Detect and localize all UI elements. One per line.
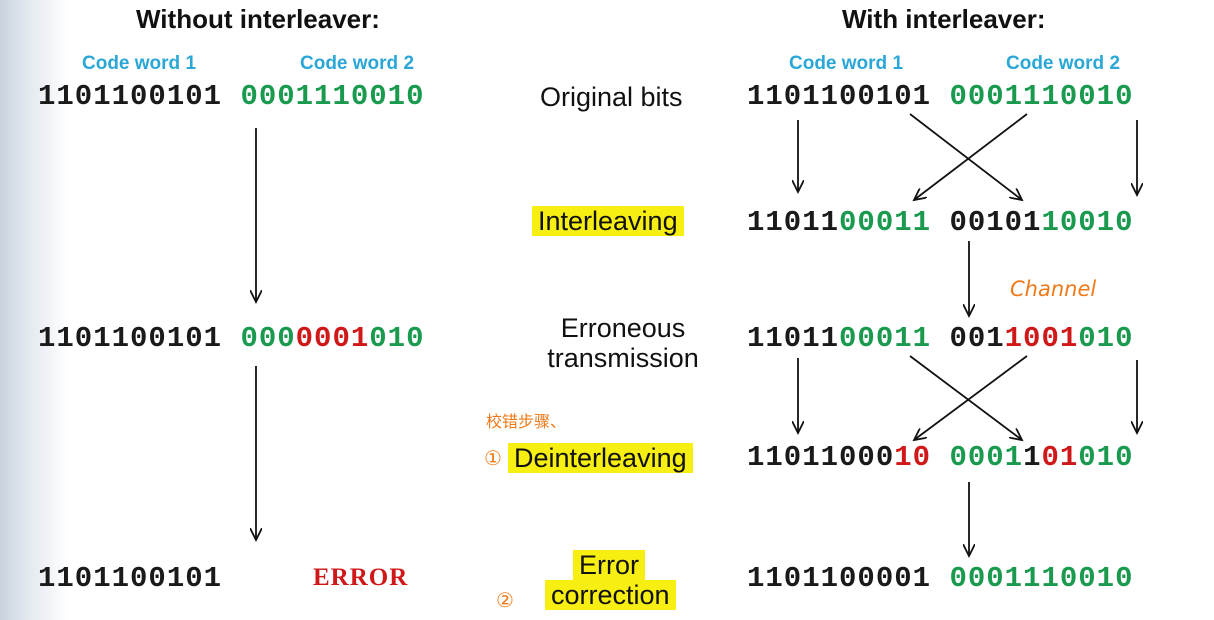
left-final-bits: 1101100101 — [38, 562, 222, 595]
right-deinterleaved-bits: 1101100010 0001101010 — [747, 441, 1134, 474]
step2-marker: ② — [496, 588, 514, 612]
bit-segment: 0001 — [295, 322, 370, 355]
stage-deinterleaving: Deinterleaving — [508, 443, 693, 473]
left-title: Without interleaver: — [136, 4, 380, 34]
right-title: With interleaver: — [842, 4, 1046, 34]
step1-marker: ① — [484, 446, 502, 470]
right-codeword1-label: Code word 1 — [789, 53, 904, 74]
stage-original-bits: Original bits — [540, 82, 683, 112]
right-arrow-cross-b — [914, 113, 1028, 200]
bit-segment: 10 — [894, 441, 932, 474]
right-arrow-cross-d — [914, 355, 1028, 440]
left-codeword2-label: Code word 2 — [300, 53, 415, 74]
right-erroneous-bits: 1101100011 0011001010 — [747, 322, 1134, 355]
right-interleaved-bits: 1101100011 0010110010 — [747, 206, 1133, 239]
stage-error-correction-line1: Error — [573, 550, 645, 580]
bit-segment: 00101 — [949, 206, 1042, 239]
bit-segment: 00011 — [839, 206, 950, 239]
error-label: ERROR — [313, 564, 409, 591]
bit-segment: 010 — [1078, 322, 1134, 355]
bit-segment: 00011 — [839, 322, 950, 355]
background-tower-image — [0, 0, 70, 620]
left-final-bits-text: 1101100101 — [38, 562, 223, 595]
right-original-bits: 1101100101 0001110010 — [747, 80, 1133, 113]
bit-segment: 1101100101 — [38, 322, 241, 355]
right-codeword2-label: Code word 2 — [1006, 53, 1121, 74]
bit-segment: 000 — [240, 322, 296, 355]
right-corrected-bits: 1101100001 0001110010 — [747, 562, 1133, 595]
bit-segment: 1 — [1023, 441, 1042, 474]
stage-erroneous-transmission: Erroneous transmission — [533, 313, 713, 373]
bit-segment: 01 — [1041, 441, 1079, 474]
bit-segment: 010 — [369, 322, 425, 355]
stage-erroneous-line1: Erroneous — [560, 313, 686, 343]
right-arrow-cross-a — [909, 113, 1022, 200]
channel-handwritten-note: Channel — [1010, 277, 1097, 301]
bit-segment: 010 — [1078, 441, 1134, 474]
bit-segment: 11011 — [747, 206, 840, 239]
stage-interleaving: Interleaving — [532, 206, 684, 236]
steps-handwritten-note: 校错步骤、 — [486, 412, 567, 431]
stage-erroneous-line2: transmission — [547, 343, 699, 373]
stage-interleaving-text: Interleaving — [532, 206, 684, 236]
bit-segment: 11011000 — [747, 441, 895, 474]
bit-segment: 001 — [949, 322, 1005, 355]
bit-segment: 0001 — [931, 441, 1024, 474]
stage-error-correction: Error correction — [545, 550, 676, 610]
bit-segment: 11011 — [747, 322, 840, 355]
left-erroneous-bits: 1101100101 0000001010 — [38, 322, 425, 355]
right-arrow-cross-c — [909, 355, 1022, 440]
stage-error-correction-line2: correction — [545, 580, 676, 610]
stage-deinterleaving-text: Deinterleaving — [508, 443, 693, 473]
bit-segment: 1101100001 — [747, 562, 950, 595]
bit-segment: 1101100101 — [747, 80, 950, 113]
bit-segment: 0001110010 — [949, 80, 1134, 113]
bit-segment: 0001110010 — [949, 562, 1134, 595]
left-original-bits: 1101100101 0001110010 — [38, 80, 424, 113]
bit-segment: 0001110010 — [240, 80, 425, 113]
left-codeword1-label: Code word 1 — [82, 53, 197, 74]
bit-segment: 1001 — [1004, 322, 1079, 355]
bit-segment: 10010 — [1041, 206, 1134, 239]
bit-segment: 1101100101 — [38, 80, 241, 113]
